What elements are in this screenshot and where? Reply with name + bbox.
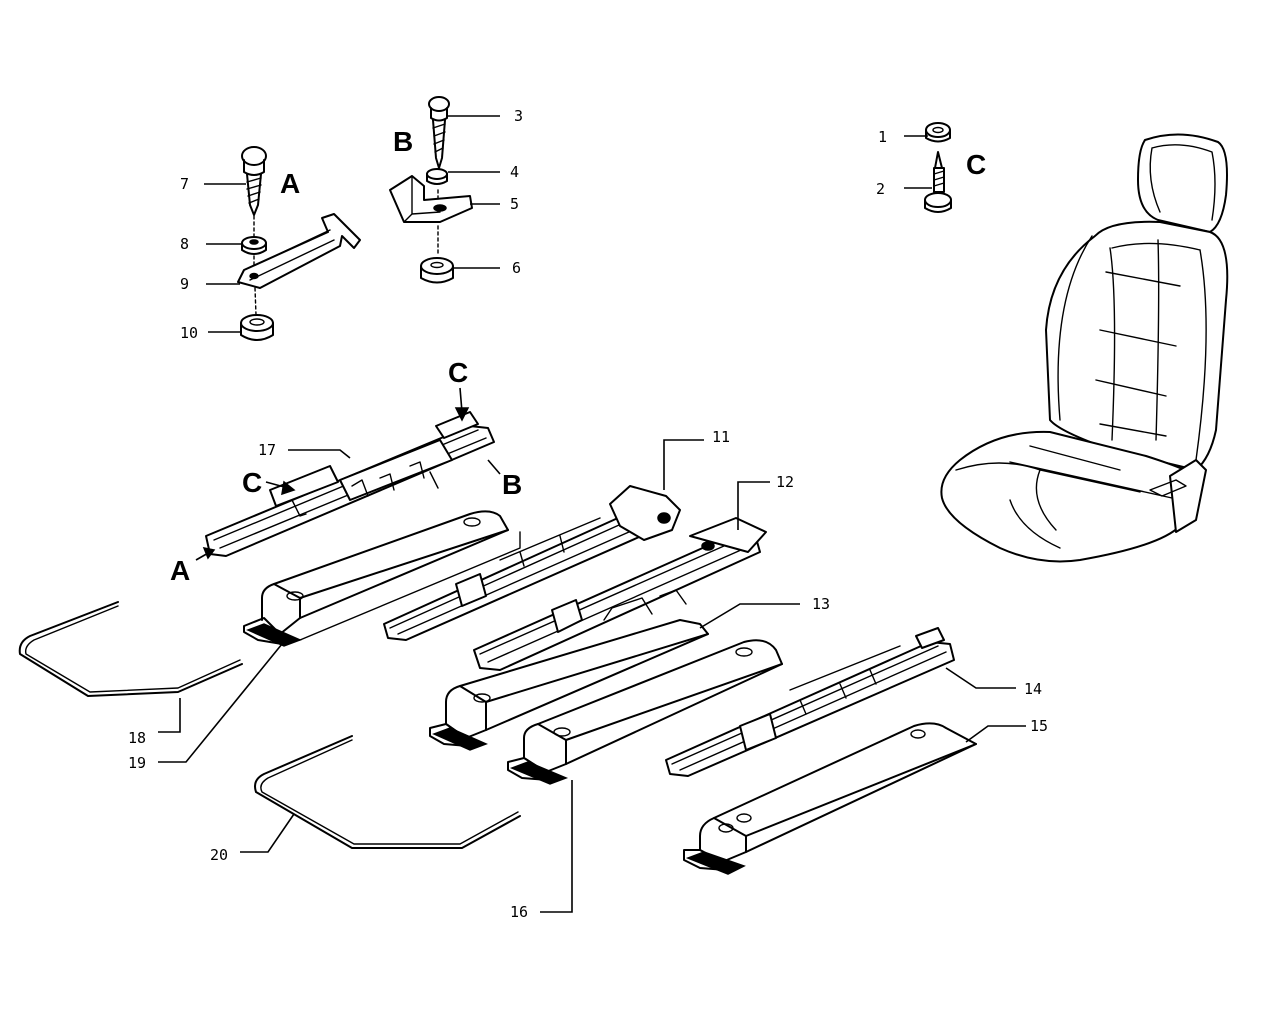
label-c-rail-top: C — [448, 357, 468, 388]
screw-2 — [924, 151, 952, 213]
wire-spring-18 — [18, 601, 243, 697]
screw-3 — [428, 96, 450, 169]
leader-lines — [158, 115, 1026, 913]
callout-9: 9 — [180, 275, 189, 293]
grommet-10 — [240, 314, 274, 341]
callout-1: 1 — [878, 128, 887, 146]
rail-11 — [383, 485, 681, 641]
callout-5: 5 — [510, 195, 519, 213]
washer-8 — [241, 236, 267, 255]
callout-16: 16 — [510, 903, 528, 921]
callout-11: 11 — [712, 428, 730, 446]
label-c-fasteners: C — [966, 149, 986, 180]
label-b-fasteners: B — [393, 126, 413, 157]
pointer-arrows — [195, 387, 501, 561]
callout-15: 15 — [1030, 717, 1048, 735]
rail-cover-13 — [429, 619, 709, 751]
rail-14 — [665, 627, 955, 777]
rail-cover-19 — [243, 510, 521, 647]
rail-12 — [473, 517, 767, 671]
rail-cover-15 — [683, 722, 977, 875]
rail-assembly-17 — [205, 411, 495, 557]
callout-10: 10 — [180, 324, 198, 342]
callout-4: 4 — [510, 163, 519, 181]
bracket-5 — [389, 175, 473, 223]
group-b-fasteners — [389, 96, 473, 284]
callout-7: 7 — [180, 175, 189, 193]
nut-1 — [925, 122, 951, 143]
label-c-rail-left: C — [242, 467, 262, 498]
washer-4 — [426, 168, 448, 185]
label-a-rail: A — [170, 555, 190, 586]
group-a-fasteners — [237, 146, 361, 341]
callout-20: 20 — [210, 846, 228, 864]
callout-13: 13 — [812, 595, 830, 613]
callout-3: 3 — [514, 107, 523, 125]
bracket-9 — [237, 213, 361, 289]
callout-6: 6 — [512, 259, 521, 277]
callout-8: 8 — [180, 235, 189, 253]
label-a-fasteners: A — [280, 168, 300, 199]
label-b-rail: B — [502, 469, 522, 500]
callout-12: 12 — [776, 473, 794, 491]
wire-spring-20 — [254, 735, 521, 849]
grommet-6 — [420, 257, 454, 284]
rail-cover-16 — [507, 639, 783, 785]
callout-numbers: 1 2 3 4 5 6 7 8 9 10 11 12 13 14 15 16 1… — [128, 107, 1048, 921]
callout-14: 14 — [1024, 680, 1042, 698]
callout-17: 17 — [258, 441, 276, 459]
callout-18: 18 — [128, 729, 146, 747]
group-letter-labels: A B C C C B A — [170, 126, 986, 586]
callout-2: 2 — [876, 180, 885, 198]
screw-7 — [241, 146, 267, 216]
callout-19: 19 — [128, 754, 146, 772]
group-c-fasteners — [924, 122, 952, 213]
complete-seat — [940, 133, 1229, 563]
